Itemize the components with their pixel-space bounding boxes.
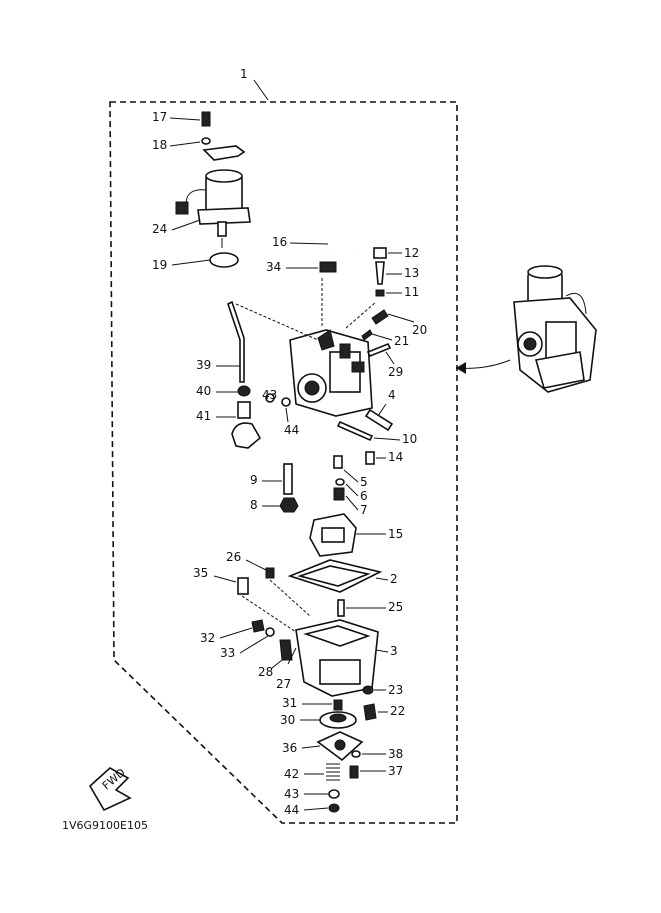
rod-29 (366, 342, 392, 358)
callout-24: 24 (152, 222, 167, 236)
screw-22 (363, 703, 377, 721)
callout-16: 16 (272, 235, 287, 249)
callout-4: 4 (388, 388, 396, 402)
callout-12: 12 (404, 246, 419, 260)
callout-20: 20 (412, 323, 427, 337)
pin-25 (337, 599, 345, 617)
washer-38 (351, 750, 361, 758)
callout-44b: 44 (284, 803, 299, 817)
washer-43-bottom (328, 789, 340, 799)
callout-18: 18 (152, 138, 167, 152)
screw-21 (361, 329, 373, 341)
callout-30: 30 (280, 713, 295, 727)
o-ring (209, 252, 239, 268)
screw-20 (371, 309, 389, 325)
drawing-code: 1V6G9100E105 (62, 819, 148, 832)
callout-33: 33 (220, 646, 235, 660)
callout-27: 27 (276, 677, 291, 691)
callout-8: 8 (250, 498, 258, 512)
assembly-boundary (109, 101, 458, 824)
callout-38: 38 (388, 747, 403, 761)
solenoid-assembly (175, 111, 251, 248)
screw-32 (251, 619, 265, 633)
jet-7 (333, 487, 345, 501)
part-35 (237, 577, 249, 595)
callout-44a: 44 (284, 423, 299, 437)
callout-26: 26 (226, 550, 241, 564)
jet-5 (333, 455, 343, 469)
pilot-screw-13 (375, 261, 385, 285)
washer-44-bottom (328, 803, 340, 813)
callout-17: 17 (152, 110, 167, 124)
nut-40 (237, 385, 251, 397)
carburetor-body (289, 276, 394, 432)
callout-9: 9 (250, 473, 258, 487)
callout-29: 29 (388, 365, 403, 379)
callout-43b: 43 (284, 787, 299, 801)
callout-32: 32 (200, 631, 215, 645)
callout-39: 39 (196, 358, 211, 372)
callout-40: 40 (196, 384, 211, 398)
screw-37 (349, 765, 359, 779)
callout-7: 7 (360, 503, 368, 517)
callout-13: 13 (404, 266, 419, 280)
cap-12 (373, 247, 387, 259)
hose-clip (319, 261, 337, 273)
callout-35: 35 (193, 566, 208, 580)
callout-25: 25 (388, 600, 403, 614)
callout-6: 6 (360, 489, 368, 503)
screw-26 (265, 567, 275, 579)
callout-23: 23 (388, 683, 403, 697)
callout-5: 5 (360, 475, 368, 489)
callout-31: 31 (282, 696, 297, 710)
cap-cover (231, 422, 262, 449)
callout-15: 15 (388, 527, 403, 541)
callout-37: 37 (388, 764, 403, 778)
callout-42: 42 (284, 767, 299, 781)
spring-42 (326, 763, 340, 781)
nut-8 (279, 497, 299, 513)
washer-6 (335, 478, 345, 486)
callout-10: 10 (402, 432, 417, 446)
callout-11: 11 (404, 285, 419, 299)
callout-34: 34 (266, 260, 281, 274)
callout-36: 36 (282, 741, 297, 755)
tube-9 (283, 463, 293, 495)
part-10 (336, 420, 374, 442)
callout-22: 22 (390, 704, 405, 718)
assembled-carburetor-inset (513, 265, 597, 393)
callout-3: 3 (390, 644, 398, 658)
forward-direction-arrow: FWD (88, 766, 132, 812)
float-chamber (295, 619, 379, 697)
part-14 (365, 451, 375, 465)
callout-14: 14 (388, 450, 403, 464)
washer-43-top (265, 393, 275, 403)
assembly-ref-label: 1 (240, 67, 248, 81)
callout-28: 28 (258, 665, 273, 679)
callout-43a: 43 (262, 388, 277, 402)
callout-labels: 17 18 24 16 12 34 13 19 11 20 21 29 39 4… (152, 110, 427, 817)
sleeve-41 (237, 401, 251, 419)
callout-2: 2 (390, 572, 398, 586)
washer-23 (362, 685, 374, 695)
link-rod (227, 300, 245, 383)
callout-21: 21 (394, 334, 409, 348)
washer-44-top (281, 397, 291, 407)
plug-11 (375, 289, 385, 297)
washer-33 (265, 627, 275, 637)
callout-41: 41 (196, 409, 211, 423)
callout-19: 19 (152, 258, 167, 272)
screw-28 (279, 639, 293, 661)
spring-31 (333, 699, 343, 711)
